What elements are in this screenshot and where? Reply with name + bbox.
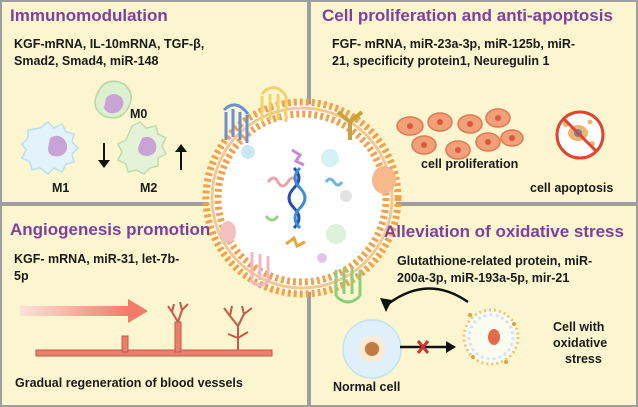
apoptosis-label: cell apoptosis <box>530 181 614 195</box>
apoptosis-prohibited-icon <box>555 110 605 160</box>
angiogenesis-caption: Gradual regeneration of blood vessels <box>15 376 243 390</box>
progression-arrow-icon <box>20 299 148 323</box>
angiogenesis-molecules-line2: 5p <box>14 269 29 283</box>
rna-cargo <box>264 148 344 249</box>
normal-cell-label: Normal cell <box>333 380 401 394</box>
m2-macrophage <box>116 121 168 175</box>
immunomodulation-molecules-line2: Smad2, Smad4, miR-148 <box>14 54 159 68</box>
vessel-branches <box>167 301 253 350</box>
tetraspanin-green <box>334 268 362 304</box>
m0-macrophage <box>94 80 132 119</box>
oxidative-title: Alleviation of oxidative stress <box>384 222 624 241</box>
angiogenesis-molecules-line1: KGF- mRNA, miR-31, let-7b- <box>14 252 180 266</box>
cargo-particle <box>326 224 346 244</box>
blocked-arrow-icon <box>400 340 456 354</box>
tetraspanin-yellow <box>260 86 288 122</box>
cargo-particle <box>321 149 339 167</box>
arrow-up-icon <box>175 144 187 170</box>
m1-macrophage <box>20 121 80 175</box>
proliferation-molecules-line1: FGF- mRNA, miR-23a-3p, miR-125b, miR- <box>332 37 576 51</box>
proliferation-title: Cell proliferation and anti-apoptosis <box>322 6 613 25</box>
oxidative-molecules-line2: 200a-3p, miR-193a-5p, mir-21 <box>397 271 570 285</box>
m1-label: M1 <box>52 181 70 195</box>
cargo-particle <box>317 253 327 263</box>
proliferation-label: cell proliferation <box>421 157 519 171</box>
stressed-cell-icon <box>462 308 520 366</box>
membrane-bulge <box>220 221 236 243</box>
immunomodulation-molecules-line1: KGF-mRNA, IL-10mRNA, TGF-β, <box>14 37 205 51</box>
cargo-particle <box>241 145 255 159</box>
m0-label: M0 <box>130 107 148 121</box>
tetraspanin-blue <box>222 103 250 143</box>
curved-arrow-icon <box>380 287 469 312</box>
arrow-down-icon <box>98 143 110 168</box>
angiogenesis-title: Angiogenesis promotion <box>10 220 211 239</box>
stressed-cell-label-line2: oxidative <box>553 336 608 350</box>
stressed-cell-label-line3: stress <box>565 352 602 366</box>
stressed-cell-label-line1: Cell with <box>553 320 605 334</box>
membrane-bulge <box>372 166 396 194</box>
receptor-y <box>336 110 364 140</box>
cell-nuclei <box>407 115 515 153</box>
immunomodulation-title: Immunomodulation <box>10 6 168 25</box>
oxidative-molecules-line1: Glutathione-related protein, miR- <box>397 254 593 268</box>
normal-cell-icon <box>342 319 402 379</box>
m2-label: M2 <box>140 181 158 195</box>
proliferating-cells <box>396 108 524 160</box>
cargo-particle <box>340 190 352 202</box>
blood-vessel-icon <box>35 321 273 357</box>
proliferation-molecules-line2: 21, specificity protein1, Neuregulin 1 <box>332 54 550 68</box>
exosome-vesicle <box>202 86 402 304</box>
tetraspanin-pink <box>248 252 272 287</box>
